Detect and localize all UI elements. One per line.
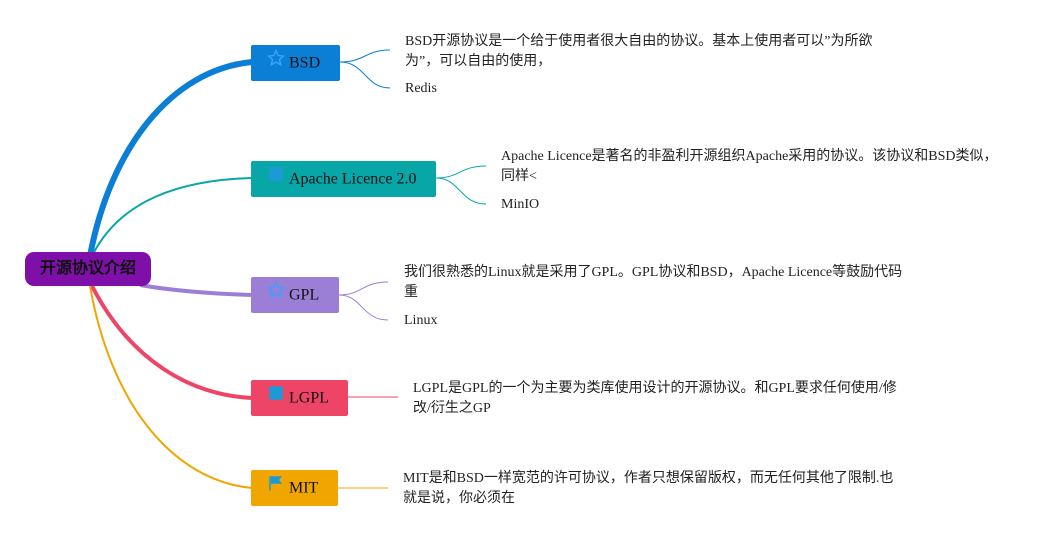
link-bsd-leaf [339, 61, 391, 89]
link-root-mit [89, 285, 253, 489]
root-node[interactable]: 开源协议介绍 [25, 252, 151, 286]
branch-description-lgpl: LGPL是GPL的一个为主要为类库使用设计的开源协议。和GPL要求任何使用/修改… [413, 381, 897, 416]
branch-label-mit: MIT [289, 479, 319, 497]
branch-description-mit: MIT是和BSD一样宽范的许可协议，作者只想保留版权，而无任何其他了限制.也就是… [403, 471, 894, 506]
link-root-apache [91, 177, 253, 257]
square-icon [267, 380, 285, 416]
link-root-gpl [139, 283, 253, 297]
branch-description-apache: Apache Licence是著名的非盈利开源组织Apache采用的协议。该协议… [501, 149, 998, 184]
root-label: 开源协议介绍 [39, 260, 136, 277]
branch-label-apache: Apache Licence 2.0 [289, 170, 417, 188]
link-gpl-desc [338, 281, 389, 296]
leaf-bsd[interactable]: Redis [405, 81, 437, 96]
link-apache-leaf [435, 177, 487, 205]
leaf-gpl[interactable]: Linux [404, 313, 438, 328]
branch-node-lgpl[interactable]: LGPL [251, 380, 348, 416]
branch-node-gpl[interactable]: GPL [251, 277, 339, 313]
branch-description-bsd: BSD开源协议是一个给于使用者很大自由的协议。基本上使用者可以”为所欲为”，可以… [405, 34, 873, 69]
leaf-apache[interactable]: MinIO [501, 197, 540, 212]
link-apache-desc [435, 165, 487, 179]
link-gpl-leaf [338, 294, 389, 321]
star-outline-icon [266, 45, 286, 81]
star-outline-icon [266, 277, 286, 313]
link-bsd-desc [339, 49, 391, 63]
flag-icon [267, 470, 285, 506]
branch-label-bsd: BSD [289, 54, 321, 72]
square-icon [267, 161, 285, 197]
branch-node-apache[interactable]: Apache Licence 2.0 [251, 161, 436, 197]
link-root-lgpl [90, 285, 253, 400]
branch-label-gpl: GPL [289, 286, 320, 304]
branch-description-gpl: 我们很熟悉的Linux就是采用了GPL。GPL协议和BSD，Apache Lic… [404, 265, 903, 300]
link-root-bsd [87, 59, 253, 257]
branch-label-lgpl: LGPL [289, 389, 329, 407]
branch-node-mit[interactable]: MIT [251, 470, 338, 506]
branch-node-bsd[interactable]: BSD [251, 45, 340, 81]
